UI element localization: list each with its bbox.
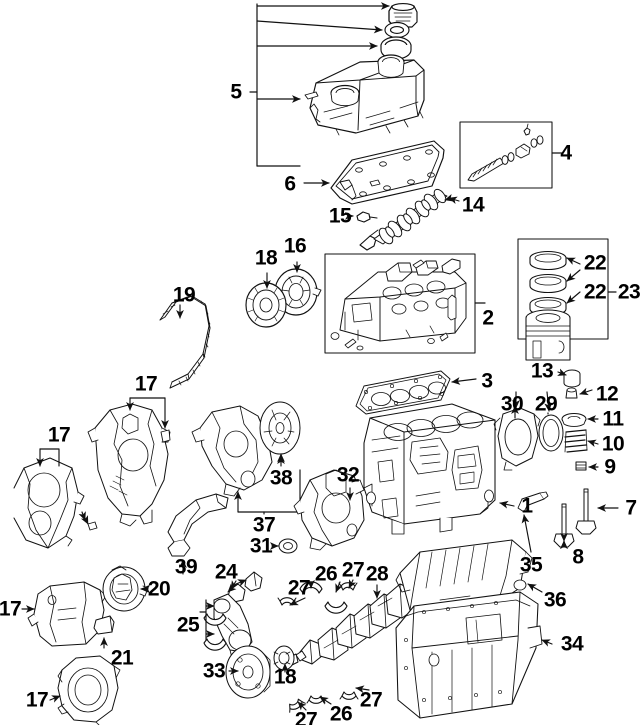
callout-head-gasket: 3 (481, 369, 493, 393)
callout-oil-pan: 34 (560, 632, 584, 656)
callout-piston-assembly: 23 (617, 280, 640, 304)
callout-valve-keeper: 9 (604, 455, 616, 479)
callout-main-bearing-lower: 26 (329, 702, 353, 725)
callout-camshaft: 14 (461, 193, 485, 217)
callout-timing-belt-cover-outer: 17 (47, 423, 71, 447)
callout-oil-pickup-tube: 39 (174, 555, 198, 579)
callout-timing-belt: 19 (172, 283, 196, 307)
callout-crankshaft: 28 (365, 562, 389, 586)
callout-valve-guide: 13 (530, 359, 554, 383)
callout-crankshaft-sprocket: 18 (273, 665, 297, 689)
callout-engine-mount-bracket: 37 (252, 513, 276, 537)
callout-thrust-washer-d: 27 (359, 688, 383, 712)
callout-connecting-rod-bearing: 25 (176, 613, 200, 637)
callout-timing-belt-tensioner: 20 (147, 577, 171, 601)
callout-cover-bolt: 15 (328, 204, 352, 228)
callout-dipstick-tube: 35 (519, 553, 543, 577)
callout-valve-cover-gasket: 6 (284, 172, 296, 196)
callout-thrust-washer-c: 27 (294, 708, 318, 725)
callout-camshaft-sprocket: 16 (283, 234, 307, 258)
callout-timing-belt-cover-rear: 17 (25, 688, 49, 712)
callout-rocker-shaft-assembly: 4 (560, 141, 572, 165)
callout-engine-cylinder-block: 1 (521, 494, 533, 518)
callout-cylinder-head-assembly: 2 (482, 306, 494, 330)
callout-tensioner-bolt: 21 (110, 646, 134, 670)
callout-valve-cover-assembly: 5 (230, 80, 242, 104)
callout-connecting-rod-bolt: 24 (214, 560, 238, 584)
callout-crankshaft-rear-seal: 29 (534, 392, 558, 416)
callout-balance-shaft-pulley: 38 (269, 466, 293, 490)
callout-valve-spring: 10 (601, 432, 625, 456)
callout-intake-valve: 7 (625, 496, 637, 520)
callout-valve-spring-retainer: 11 (602, 407, 624, 431)
callout-rear-main-seal-housing: 30 (500, 392, 524, 416)
callout-valve-stem-seal: 12 (595, 382, 619, 406)
callout-piston-ring-upper: 22 (583, 251, 607, 275)
callout-windage-tray: 36 (543, 588, 567, 612)
callout-main-bearing-upper: 26 (314, 562, 338, 586)
callout-piston-ring-oil: 22 (583, 280, 607, 304)
callout-thrust-washer-b: 27 (341, 558, 365, 582)
callout-camshaft-sprocket-hub: 18 (254, 246, 278, 270)
callout-crankshaft-pulley: 33 (202, 659, 226, 683)
callout-oil-pump: 32 (336, 463, 360, 487)
callout-exhaust-valve: 8 (572, 545, 584, 569)
callout-thrust-washer-a: 27 (287, 576, 311, 600)
callout-timing-belt-cover-inner: 17 (134, 372, 158, 396)
callout-oil-pump-o-ring: 31 (249, 534, 273, 558)
callout-timing-belt-cover-lower: 17 (0, 597, 22, 621)
